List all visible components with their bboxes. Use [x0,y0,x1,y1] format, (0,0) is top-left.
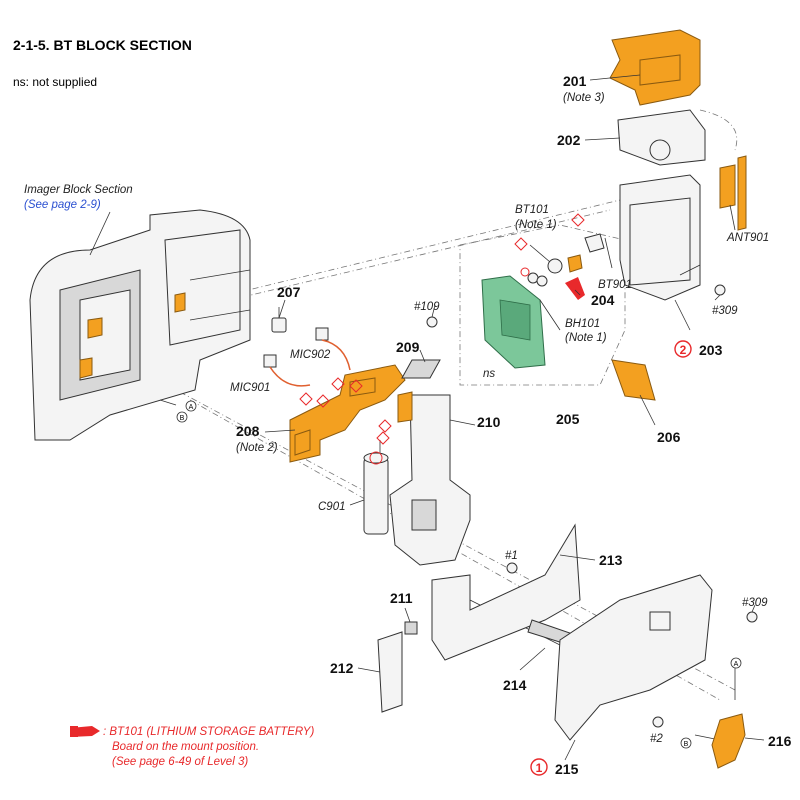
part-label-207: 207 [277,284,301,300]
label-screw-309-bottom: #309 [742,597,768,609]
part-label-202: 202 [557,132,581,148]
label-mic902: MIC902 [290,349,331,361]
circled-number-2: 2 [674,340,692,358]
part-207-shape [271,307,287,333]
label-ns: ns [483,368,495,380]
red-diamond-markers [299,213,585,445]
mic-cables [263,327,351,387]
part-label-201: 201 [563,73,587,89]
part-label-210: 210 [477,414,501,430]
part-label-216: 216 [768,733,792,749]
page-title: 2-1-5. BT BLOCK SECTION [13,37,192,53]
part-note-201: (Note 3) [563,92,605,104]
part-label-211: 211 [390,590,413,606]
label-bt101: BT101 [515,204,549,216]
part-label-205: 205 [556,411,580,427]
part-204-shape [565,233,605,300]
capacitor-c901-shape [363,451,389,535]
label-screw-2: #2 [650,733,663,745]
part-215-shape [554,574,713,741]
pointing-hand-icon [70,726,100,737]
leader-lines [89,74,765,761]
part-label-203: 203 [699,342,723,358]
circled-number-1: 1 [530,758,548,776]
part-label-206: 206 [657,429,681,445]
part-label-212: 212 [330,660,354,676]
part-211-shape [404,621,418,635]
reference-section-label: Imager Block Section [24,184,133,196]
part-label-213: 213 [599,552,623,568]
part-202-shape [617,109,706,166]
circled-letter-a-2: A [730,657,742,669]
part-201-shape [609,29,701,106]
part-209-shape [401,359,441,379]
battery-bt101-shape [520,258,563,287]
screw-109-shape [426,316,438,328]
part-208-shape [289,364,406,463]
part-210-shape [389,391,471,566]
group-box-205 [459,224,626,386]
svg-text:A: A [734,661,739,668]
svg-text:A: A [189,404,194,411]
label-screw-109: #109 [414,301,440,313]
label-screw-309-top: #309 [712,305,738,317]
svg-text:B: B [684,741,689,748]
part-212-shape [377,631,403,713]
part-206-shape [611,359,656,401]
label-mic901: MIC901 [230,382,270,394]
label-screw-1: #1 [505,550,518,562]
part-label-209: 209 [396,339,420,355]
footnote-line-1: : BT101 (LITHIUM STORAGE BATTERY) [103,726,314,738]
green-board-shape [481,275,546,369]
label-c901: C901 [318,501,346,513]
part-note-208: (Note 2) [236,442,278,454]
label-bt901: BT901 [598,279,632,291]
svg-text:1: 1 [536,761,543,775]
part-213-shape [431,523,581,661]
footnote-line-2: Board on the mount position. [112,741,259,753]
screw-309-shapes [714,284,758,623]
label-bh101-note: (Note 1) [565,332,607,344]
footnote-line-3: (See page 6-49 of Level 3) [112,756,248,768]
part-label-204: 204 [591,292,615,308]
part-label-214: 214 [503,677,527,693]
page-subtitle: ns: not supplied [13,75,97,89]
circled-letter-b-1: B [176,411,188,423]
part-203-shape [619,155,747,301]
part-216-shape [711,713,746,769]
reference-page-link[interactable]: (See page 2-9) [24,199,101,211]
imager-block-housing [29,209,251,441]
svg-text:B: B [180,415,185,422]
part-label-215: 215 [555,761,579,777]
label-bh101: BH101 [565,318,600,330]
part-label-208: 208 [236,423,260,439]
label-ant901: ANT901 [726,232,769,244]
label-bt101-note: (Note 1) [515,219,557,231]
screw-1-2-shapes [506,562,664,728]
circled-letter-b-2: B [680,737,692,749]
circled-letter-a-1: A [185,400,197,412]
svg-text:2: 2 [680,343,687,357]
